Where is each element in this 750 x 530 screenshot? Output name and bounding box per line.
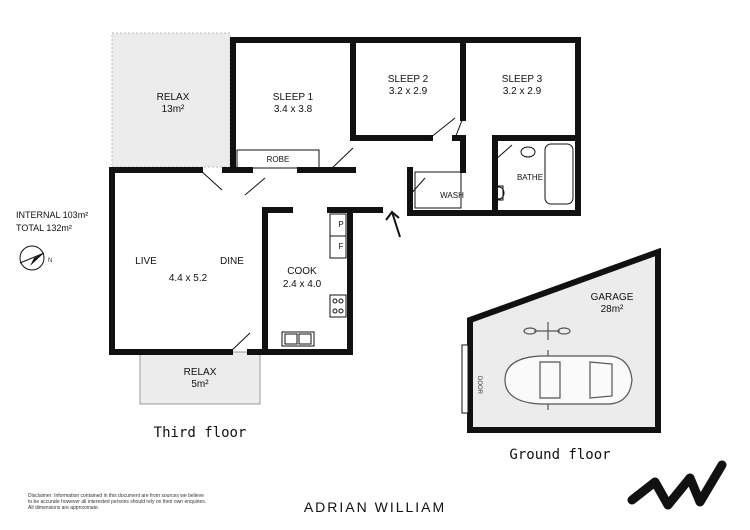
disclaimer-line-2: to be accurate however all interested pe… bbox=[28, 499, 206, 505]
total-area: TOTAL 132m² bbox=[16, 223, 72, 233]
sleep3-label: SLEEP 3 bbox=[502, 74, 543, 85]
window-markers bbox=[140, 37, 545, 355]
sleep3-dim: 3.2 x 2.9 bbox=[503, 86, 542, 97]
relax-balcony-bottom bbox=[139, 351, 261, 405]
relax-bottom-area: 5m² bbox=[191, 379, 209, 390]
relax-top-area: 13m² bbox=[162, 104, 185, 115]
third-floor-walls bbox=[109, 37, 581, 355]
logo-mark-icon bbox=[627, 460, 727, 510]
brand-name: ADRIAN WILLIAM bbox=[304, 499, 446, 515]
ground-floor-label: Ground floor bbox=[509, 447, 610, 463]
sleep1-label: SLEEP 1 bbox=[273, 92, 314, 103]
door-swings bbox=[199, 117, 513, 353]
garage-label: GARAGE bbox=[591, 292, 634, 303]
relax-top-label: RELAX bbox=[157, 92, 190, 103]
motorbike-icon bbox=[523, 322, 571, 340]
kitchen-fittings bbox=[281, 213, 347, 347]
relax-bottom-label: RELAX bbox=[184, 367, 217, 378]
robe bbox=[236, 149, 320, 169]
bath-fittings bbox=[414, 143, 574, 209]
live-dim: 4.4 x 5.2 bbox=[169, 273, 208, 284]
robe-label: ROBE bbox=[267, 155, 290, 164]
svg-text:N: N bbox=[48, 258, 52, 264]
garage-door-label: DOOR bbox=[476, 376, 482, 395]
third-floor-label: Third floor bbox=[154, 425, 247, 441]
disclaimer-line-3: All dimensions are approximate. bbox=[28, 505, 99, 511]
cook-dim: 2.4 x 4.0 bbox=[283, 279, 322, 290]
cook-label: COOK bbox=[287, 266, 317, 277]
live-label: LIVE bbox=[135, 256, 157, 267]
wash-label: WASH bbox=[440, 191, 464, 200]
fridge-label: F bbox=[339, 242, 344, 251]
compass-icon: N bbox=[19, 245, 52, 271]
garage-area: 28m² bbox=[601, 304, 624, 315]
sleep2-dim: 3.2 x 2.9 bbox=[389, 86, 428, 97]
dine-label: DINE bbox=[220, 256, 244, 267]
bathe-label: BATHE bbox=[517, 173, 543, 182]
entry-arrow-icon bbox=[385, 210, 401, 238]
internal-area: INTERNAL 103m² bbox=[16, 210, 88, 220]
sleep2-label: SLEEP 2 bbox=[388, 74, 429, 85]
car-icon bbox=[504, 350, 633, 410]
pantry-label: P bbox=[338, 220, 343, 229]
disclaimer-line-1: Disclaimer: Information contained in thi… bbox=[28, 493, 204, 499]
sleep1-dim: 3.4 x 3.8 bbox=[274, 104, 313, 115]
relax-balcony-top bbox=[111, 32, 231, 168]
